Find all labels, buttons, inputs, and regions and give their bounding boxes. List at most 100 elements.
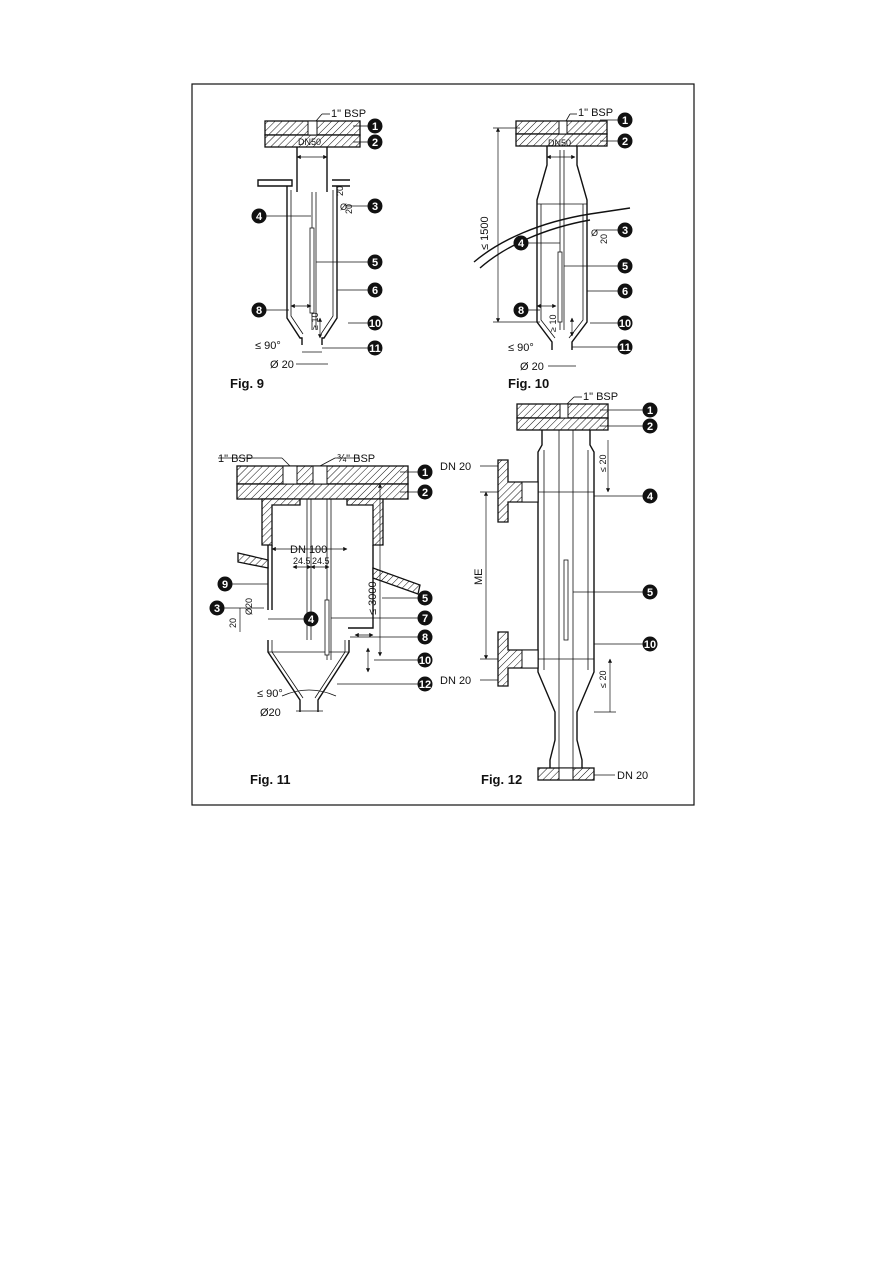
height-label: ≤ 3000: [367, 581, 379, 615]
marker-4: 4: [303, 611, 319, 627]
marker-7: 7: [417, 610, 433, 626]
drain-label: Ø 20: [270, 359, 294, 371]
drain-label: Ø20: [260, 707, 281, 719]
marker-11: 11: [367, 340, 383, 356]
chamber-wall: [536, 146, 588, 350]
offset-right-label: 24.5: [312, 556, 330, 566]
svg-text:12: 12: [419, 679, 431, 691]
svg-text:8: 8: [256, 305, 262, 317]
svg-text:1: 1: [422, 467, 428, 479]
svg-text:10: 10: [369, 318, 381, 330]
svg-text:4: 4: [518, 238, 525, 250]
side-bottom-label: DN 20: [440, 675, 471, 687]
angle-label: ≤ 90°: [508, 342, 534, 354]
marker-3: 3: [209, 600, 225, 616]
svg-text:4: 4: [308, 614, 315, 626]
marker-12: 12: [417, 676, 433, 692]
offset-left-label: 24.5: [293, 556, 311, 566]
svg-text:2: 2: [422, 487, 428, 499]
svg-text:8: 8: [518, 305, 524, 317]
marker-4: 4: [642, 488, 658, 504]
marker-6: 6: [367, 282, 383, 298]
marker-10: 10: [617, 315, 633, 331]
dia-label: Ø20: [244, 598, 254, 615]
svg-text:11: 11: [619, 342, 631, 354]
svg-text:7: 7: [422, 613, 428, 625]
angle-label: ≤ 90°: [257, 688, 283, 700]
marker-5: 5: [367, 254, 383, 270]
marker-2: 2: [617, 133, 633, 149]
drain-label: Ø 20: [520, 361, 544, 373]
dia-label: Ø: [340, 202, 347, 212]
side-top-label: DN 20: [440, 461, 471, 473]
nozzle-label: DN 100: [290, 544, 327, 556]
svg-text:1: 1: [622, 115, 628, 127]
svg-text:3: 3: [214, 603, 220, 615]
svg-text:3: 3: [372, 201, 378, 213]
svg-text:4: 4: [256, 211, 263, 223]
svg-text:6: 6: [622, 286, 628, 298]
range-label: ME: [473, 569, 485, 586]
gap-label: 20: [599, 234, 609, 244]
gap-label: 20: [228, 618, 238, 628]
svg-text:8: 8: [422, 632, 428, 644]
svg-text:5: 5: [422, 593, 428, 605]
svg-text:10: 10: [619, 318, 631, 330]
nozzle-label: DN50: [548, 138, 571, 148]
marker-11: 11: [617, 339, 633, 355]
marker-2: 2: [417, 484, 433, 500]
marker-2: 2: [367, 134, 383, 150]
bsp-opening: [307, 120, 318, 136]
nozzle-label: DN50: [298, 137, 321, 147]
marker-10: 10: [417, 652, 433, 668]
marker-10: 10: [642, 636, 658, 652]
svg-text:3: 3: [622, 225, 628, 237]
drawing-frame: [191, 83, 695, 806]
marker-3: 3: [367, 198, 383, 214]
marker-2: 2: [642, 418, 658, 434]
fig9-caption: Fig. 9: [230, 376, 264, 391]
svg-text:1: 1: [372, 121, 378, 133]
svg-text:6: 6: [372, 285, 378, 297]
thread-right-label: ¾" BSP: [337, 453, 375, 465]
height-label: ≤ 1500: [479, 216, 491, 250]
gap2-label: 20: [344, 204, 354, 214]
marker-4: 4: [513, 235, 529, 251]
fig10-caption: Fig. 10: [508, 376, 549, 391]
marker-5: 5: [617, 258, 633, 274]
svg-text:11: 11: [369, 343, 381, 355]
svg-text:5: 5: [372, 257, 378, 269]
svg-text:2: 2: [647, 421, 653, 433]
svg-text:2: 2: [622, 136, 628, 148]
fig11-caption: Fig. 11: [250, 772, 290, 787]
marker-1: 1: [367, 118, 383, 134]
marker-1: 1: [642, 402, 658, 418]
marker-5: 5: [642, 584, 658, 600]
thread-label: 1" BSP: [331, 108, 366, 120]
svg-text:10: 10: [419, 655, 431, 667]
lower-flange: [236, 483, 409, 500]
svg-text:5: 5: [647, 587, 653, 599]
svg-text:9: 9: [222, 579, 228, 591]
thread-left-label: 1" BSP: [218, 453, 253, 465]
figure-12: 1" BSP DN 20 DN 20 ME ≤ 20 ≤ 20 DN 20 Fi…: [440, 391, 658, 787]
marker-1: 1: [617, 112, 633, 128]
thread-label: 1" BSP: [578, 107, 613, 119]
figure-11: 1" BSP ¾" BSP DN 100 24.5 24.5 ≤ 3000 Ø2…: [209, 453, 433, 787]
marker-8: 8: [513, 302, 529, 318]
marker-10: 10: [367, 315, 383, 331]
gap-label: 20: [335, 186, 345, 196]
min-dist-label: ≥ 10: [548, 315, 558, 332]
marker-3: 3: [617, 222, 633, 238]
dia-label: Ø: [591, 228, 598, 238]
angle-label: ≤ 90°: [255, 340, 281, 352]
marker-5: 5: [417, 590, 433, 606]
top-gap-label: ≤ 20: [598, 455, 608, 472]
marker-8: 8: [251, 302, 267, 318]
marker-1: 1: [417, 464, 433, 480]
svg-text:5: 5: [622, 261, 628, 273]
figure-9: 1" BSP DN50 20 20 Ø ≥ 10 ≤ 90° Ø 20 Fig.…: [230, 108, 383, 391]
svg-text:10: 10: [644, 639, 656, 651]
svg-text:4: 4: [647, 491, 654, 503]
